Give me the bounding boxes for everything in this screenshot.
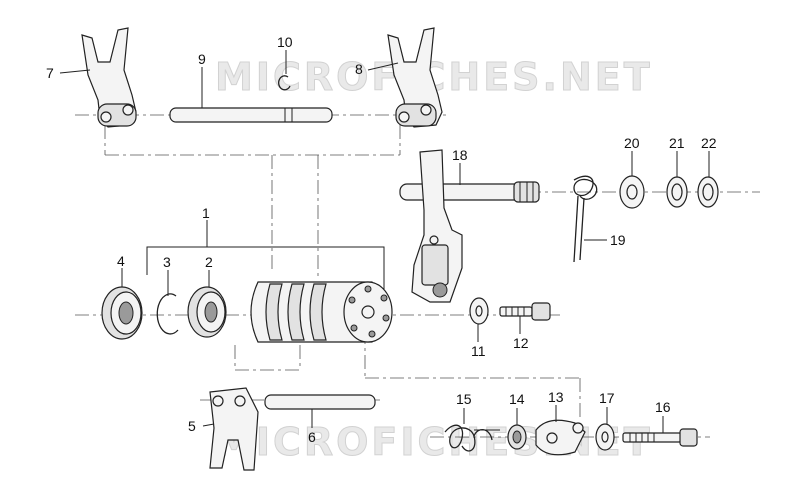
callout-4: 4: [117, 253, 125, 269]
callout-6: 6: [308, 429, 316, 445]
callout-22: 22: [701, 135, 717, 151]
callout-17: 17: [599, 390, 615, 406]
bearing-2[interactable]: [187, 286, 227, 338]
leader-lines: [59, 50, 710, 433]
shift-drum-1[interactable]: [250, 281, 393, 343]
callout-7: 7: [46, 65, 54, 81]
callout-2: 2: [205, 254, 213, 270]
shift-fork-5[interactable]: [209, 387, 259, 471]
callout-21: 21: [669, 135, 685, 151]
callout-1: 1: [202, 205, 210, 221]
return-spring-19[interactable]: [573, 175, 598, 263]
bearing-4[interactable]: [101, 286, 143, 340]
callout-12: 12: [513, 335, 529, 351]
circlip-10[interactable]: [278, 75, 291, 91]
washer-17[interactable]: [595, 423, 615, 451]
shift-fork-8[interactable]: [387, 27, 443, 128]
washer-21[interactable]: [666, 176, 688, 208]
watermark-bottom: MICROFICHES.NET: [215, 420, 653, 464]
callout-labels: 1 2 3 4 5 6 7 8 9 10 11 12 13 14 15 16 1…: [46, 34, 717, 445]
callout-10: 10: [277, 34, 293, 50]
callout-16: 16: [655, 399, 671, 415]
callout-14: 14: [509, 391, 525, 407]
cam-lever-13[interactable]: [535, 419, 586, 456]
washer-22[interactable]: [697, 176, 719, 208]
callout-19: 19: [610, 232, 626, 248]
bolt-16[interactable]: [622, 428, 698, 447]
callout-18: 18: [452, 147, 468, 163]
bolt-12[interactable]: [499, 302, 551, 321]
circlip-3[interactable]: [156, 293, 179, 335]
fork-shaft-9[interactable]: [169, 107, 333, 123]
washer-11[interactable]: [469, 297, 489, 325]
bushing-14[interactable]: [507, 424, 527, 450]
rod-6[interactable]: [264, 394, 376, 410]
callout-8: 8: [355, 61, 363, 77]
selector-shaft-18[interactable]: [399, 149, 540, 303]
callout-5: 5: [188, 418, 196, 434]
callout-3: 3: [163, 254, 171, 270]
callout-15: 15: [456, 391, 472, 407]
shift-fork-7[interactable]: [81, 27, 137, 128]
callout-9: 9: [198, 51, 206, 67]
callout-20: 20: [624, 135, 640, 151]
callout-13: 13: [548, 389, 564, 405]
washer-20[interactable]: [619, 175, 645, 209]
spring-15[interactable]: [444, 424, 500, 452]
callout-11: 11: [471, 343, 486, 359]
